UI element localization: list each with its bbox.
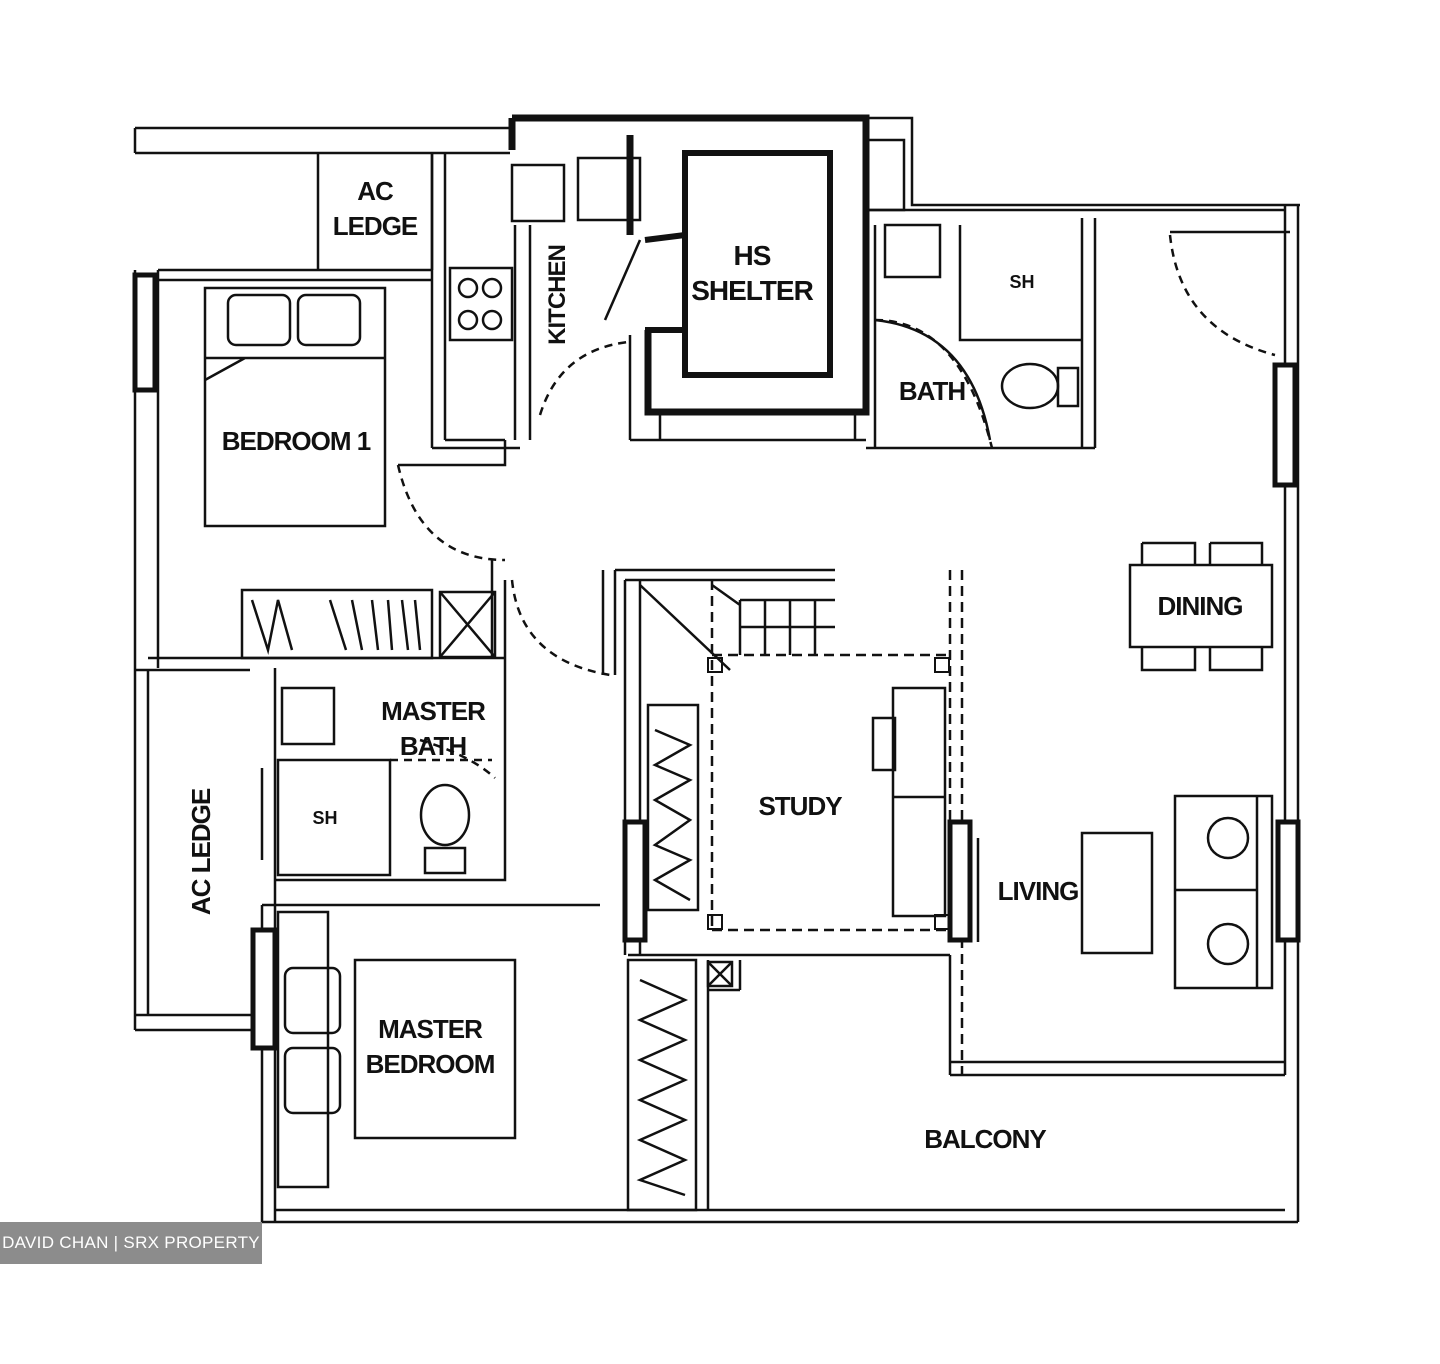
- master-bath-sink: [280, 686, 336, 746]
- label-ac-ledge-side: AC LEDGE: [186, 788, 216, 915]
- kitchen-door-arc: [538, 340, 629, 416]
- top-wall-strip: [133, 126, 510, 155]
- hs-shelter-outer-wall: [508, 114, 870, 416]
- master-sh-enclosure: [276, 758, 392, 877]
- label-living: LIVING: [998, 876, 1079, 906]
- shower-top: [866, 138, 906, 212]
- master-bed: [353, 958, 517, 1140]
- label-dining: DINING: [1158, 591, 1243, 621]
- label-master-bedroom-line2: BEDROOM: [366, 1049, 495, 1079]
- main-door-arc: [1168, 234, 1276, 357]
- kitchen-hob: [448, 266, 514, 342]
- bedroom1-bed: [203, 286, 387, 528]
- label-study: STUDY: [758, 791, 842, 821]
- window-study: [622, 819, 648, 943]
- window-bedroom1: [132, 272, 158, 393]
- right-outer-wall: [1283, 205, 1300, 1222]
- upper-right-walls: [866, 116, 1300, 212]
- window-living-right: [1275, 819, 1301, 943]
- label-bath: BATH: [899, 376, 966, 406]
- kitchen-partition: [513, 225, 532, 440]
- shelter-bottom: [628, 335, 866, 442]
- kitchen-fridge: [576, 156, 642, 222]
- hall-door-arc: [510, 579, 611, 677]
- window-dining: [1272, 362, 1298, 488]
- study-walls: [601, 568, 835, 955]
- bedroom-wardrobe-lower: [626, 958, 698, 1212]
- bath-walls: [866, 218, 1097, 450]
- label-balcony: BALCONY: [924, 1124, 1046, 1154]
- label-sh-master: SH: [312, 808, 337, 828]
- living-coffee-table: [1080, 831, 1154, 955]
- kitchen-walls: [398, 153, 520, 467]
- living-balcony-line: [948, 955, 1285, 1077]
- watermark: DAVID CHAN | SRX PROPERTY: [0, 1222, 262, 1264]
- study-stair: [639, 583, 835, 671]
- shelter-door: [603, 239, 642, 321]
- label-master-bath-line1: MASTER: [381, 696, 486, 726]
- kitchen-sink: [510, 163, 566, 223]
- label-hs-line1: HS: [734, 240, 771, 271]
- study-desk: [891, 686, 947, 918]
- master-toilet: [419, 783, 471, 847]
- hs-shelter-inner-wall: [682, 150, 833, 378]
- label-kitchen: KITCHEN: [544, 245, 571, 345]
- label-hs-line2: SHELTER: [691, 275, 813, 306]
- label-ac-ledge-top-line1: AC: [357, 176, 394, 206]
- sh-enclosure: [874, 225, 1082, 441]
- ac-ledge-side-walls: [133, 668, 252, 1032]
- window-living: [947, 819, 973, 943]
- dining-table: [1128, 563, 1274, 649]
- master-bath-walls: [148, 560, 507, 882]
- bedroom1-door-arc: [396, 464, 506, 562]
- label-bedroom-1: BEDROOM 1: [222, 426, 371, 456]
- living-sofa: [1173, 794, 1274, 990]
- window-master-bedroom: [250, 927, 278, 1051]
- bath-sink: [883, 223, 942, 279]
- label-sh-top: SH: [1009, 272, 1034, 292]
- bath-toilet: [1000, 362, 1060, 410]
- label-ac-ledge-top-line2: LEDGE: [333, 211, 418, 241]
- study-wardrobe: [646, 703, 700, 912]
- label-master-bath-line2: BATH: [400, 731, 467, 761]
- label-master-bedroom-line1: MASTER: [378, 1014, 483, 1044]
- bottom-wall: [262, 1208, 1298, 1224]
